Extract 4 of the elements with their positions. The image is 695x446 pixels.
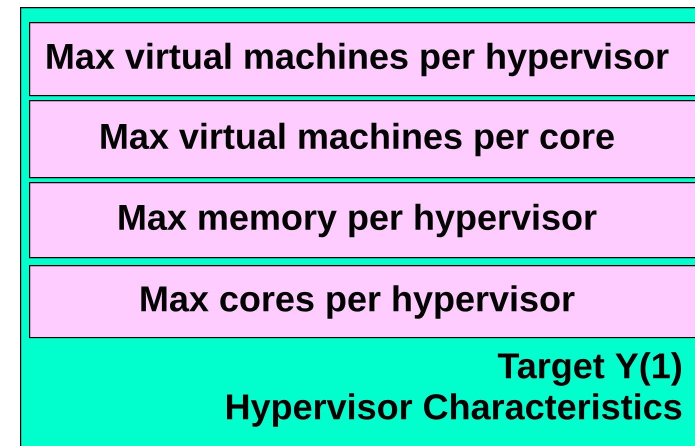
parameter-box: Max virtual machines per hypervisor	[29, 22, 695, 96]
parameter-box: Max cores per hypervisor	[29, 264, 695, 338]
parameter-box: Max memory per hypervisor	[29, 182, 695, 258]
parameter-box: Max virtual machines per core	[29, 100, 695, 178]
